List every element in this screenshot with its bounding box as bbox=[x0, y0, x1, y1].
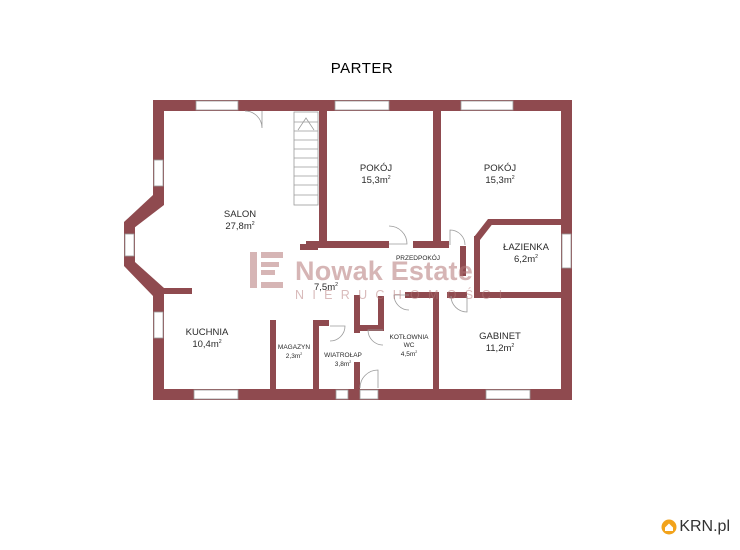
room-name: POKÓJ bbox=[483, 163, 517, 174]
room-name: ŁAZIENKA bbox=[503, 242, 549, 253]
room-name: SALON bbox=[223, 209, 257, 220]
floor-title: PARTER bbox=[330, 60, 394, 77]
room-label-gabinet: GABINET 11,2m bbox=[460, 331, 540, 355]
room-label-wiatrolap: WIATROŁAP 3,8m bbox=[313, 352, 373, 369]
room-name: KUCHNIA bbox=[185, 327, 229, 338]
room-label-salon: SALON 27,8m bbox=[200, 209, 280, 233]
room-label-kuchnia: KUCHNIA 10,4m bbox=[167, 327, 247, 351]
room-name: POKÓJ bbox=[359, 163, 393, 174]
room-area: 3,8m bbox=[313, 360, 373, 369]
room-area: 15,3m bbox=[460, 175, 540, 187]
room-name: PRZEDPOKÓJ bbox=[395, 255, 441, 262]
room-area: 4,5m bbox=[384, 350, 434, 359]
room-name: GABINET bbox=[479, 331, 521, 342]
room-label-lazienka: ŁAZIENKA 6,2m bbox=[486, 242, 566, 266]
room-label-przedpokoj: PRZEDPOKÓJ bbox=[388, 255, 448, 263]
room-label-przedpokoj-area: 7,5m bbox=[300, 282, 352, 294]
room-label-pokoj-1: POKÓJ 15,3m bbox=[336, 163, 416, 187]
room-area: 15,3m bbox=[336, 175, 416, 187]
door-swings bbox=[244, 110, 468, 389]
room-label-kotlownia: KOTŁOWNIA WC 4,5m bbox=[384, 334, 434, 360]
room-area: 2,3m bbox=[271, 352, 317, 361]
house-icon bbox=[661, 519, 677, 535]
stairs bbox=[293, 111, 319, 206]
room-area: 11,2m bbox=[460, 343, 540, 355]
room-name: MAGAZYN bbox=[277, 344, 311, 351]
room-area: 10,4m bbox=[167, 339, 247, 351]
room-name: KOTŁOWNIA bbox=[389, 334, 429, 341]
windows bbox=[124, 100, 572, 400]
room-area: 7,5m bbox=[300, 282, 352, 294]
site-logo: KRN.pl bbox=[661, 518, 730, 536]
room-area: 27,8m bbox=[200, 221, 280, 233]
room-area: 6,2m bbox=[486, 254, 566, 266]
site-logo-text: KRN.pl bbox=[679, 518, 730, 535]
room-name: WIATROŁAP bbox=[324, 352, 362, 359]
room-subname: WC bbox=[403, 342, 415, 350]
room-label-pokoj-2: POKÓJ 15,3m bbox=[460, 163, 540, 187]
room-label-magazyn: MAGAZYN 2,3m bbox=[271, 344, 317, 361]
